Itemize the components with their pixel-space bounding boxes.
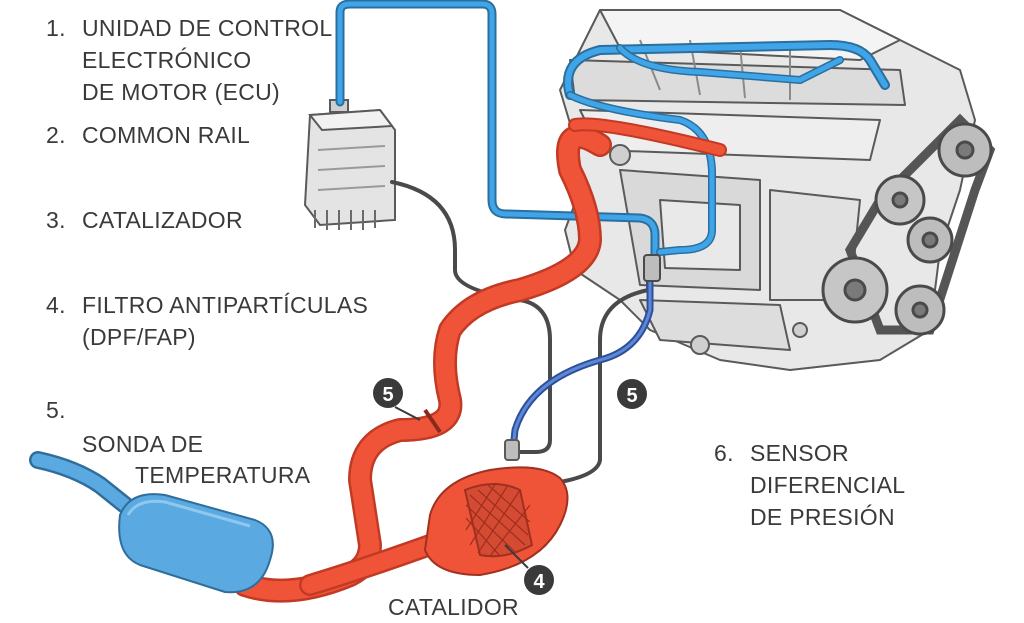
- exhaust-pipe: [233, 117, 727, 603]
- legend-item-4-number: 4.: [46, 292, 66, 318]
- marker-4-label: 4: [533, 571, 545, 593]
- legend-item-5-number: 5.: [46, 397, 66, 423]
- legend-item-1: 1. UNIDAD DE CONTROL ELECTRÓNICO DE MOTOR…: [46, 12, 332, 108]
- marker-5-left-label: 5: [382, 384, 393, 406]
- legend-item-6-line2: DIFERENCIAL: [750, 472, 906, 498]
- legend-item-3-text: CATALIZADOR: [82, 207, 243, 233]
- legend-item-2-text: COMMON RAIL: [82, 122, 251, 148]
- legend-item-4: 4. FILTRO ANTIPARTÍCULAS (DPF/FAP): [46, 289, 368, 353]
- legend-item-6: 6. SENSOR DIFERENCIAL DE PRESIÓN: [714, 437, 905, 533]
- pipe-clamp: [423, 408, 442, 434]
- legend-item-3: 3. CATALIZADOR: [46, 204, 243, 236]
- catalyst-caption: CATALIDOR: [388, 594, 519, 620]
- legend-item-6-line3: DE PRESIÓN: [750, 504, 895, 530]
- pressure-sensor: [643, 254, 661, 282]
- legend-item-3-number: 3.: [46, 207, 66, 233]
- marker-5-right: 5: [617, 379, 647, 409]
- legend-item-5-line2: TEMPERATURA: [135, 462, 311, 488]
- catalyst-filter: [423, 439, 569, 577]
- temperature-probe-wire: [509, 271, 654, 454]
- legend-item-4-line1: FILTRO ANTIPARTÍCULAS: [82, 292, 369, 318]
- legend-item-1-number: 1.: [46, 15, 66, 41]
- marker-5-left: 5: [373, 378, 421, 421]
- marker-4: 4: [504, 544, 554, 595]
- legend-item-1-line3: DE MOTOR (ECU): [82, 79, 280, 105]
- legend-item-4-line2: (DPF/FAP): [82, 324, 196, 350]
- legend-item-2: 2. COMMON RAIL: [46, 119, 250, 151]
- legend-item-6-number: 6.: [714, 440, 734, 466]
- legend-item-6-line1: SENSOR: [750, 440, 849, 466]
- common-rail-line: [335, 0, 890, 267]
- marker-5-right-label: 5: [626, 385, 637, 407]
- belt-pulleys: [821, 113, 996, 336]
- legend-item-5-line1: SONDA DE: [82, 431, 204, 457]
- legend-item-2-number: 2.: [46, 122, 66, 148]
- legend-item-1-line2: ELECTRÓNICO: [82, 47, 252, 73]
- legend-item-1-line1: UNIDAD DE CONTROL: [82, 15, 333, 41]
- muffler: [29, 451, 274, 594]
- ecu-unit: [303, 99, 396, 230]
